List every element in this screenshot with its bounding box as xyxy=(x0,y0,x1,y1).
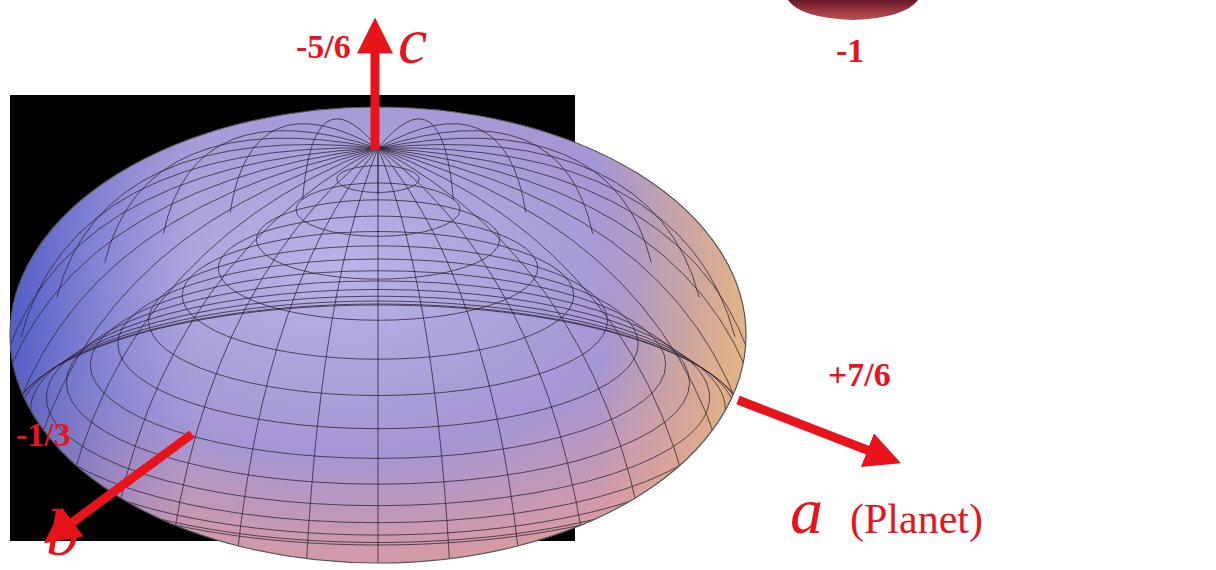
second-ellipsoid xyxy=(788,0,918,20)
a-axis-arrow xyxy=(738,400,880,455)
value-label: -1 xyxy=(836,34,864,68)
b-axis-arrow xyxy=(62,434,192,530)
value-label: -5/6 xyxy=(296,30,351,64)
value-label: +7/6 xyxy=(828,358,891,392)
axis-note: (Planet) xyxy=(850,498,983,540)
axis-label: b xyxy=(46,500,79,566)
ellipsoid xyxy=(0,107,764,570)
axis-label: c xyxy=(398,8,427,74)
value-label: -1/3 xyxy=(16,418,71,452)
axis-label: a xyxy=(790,478,823,544)
c-axis-arrow xyxy=(371,40,380,150)
